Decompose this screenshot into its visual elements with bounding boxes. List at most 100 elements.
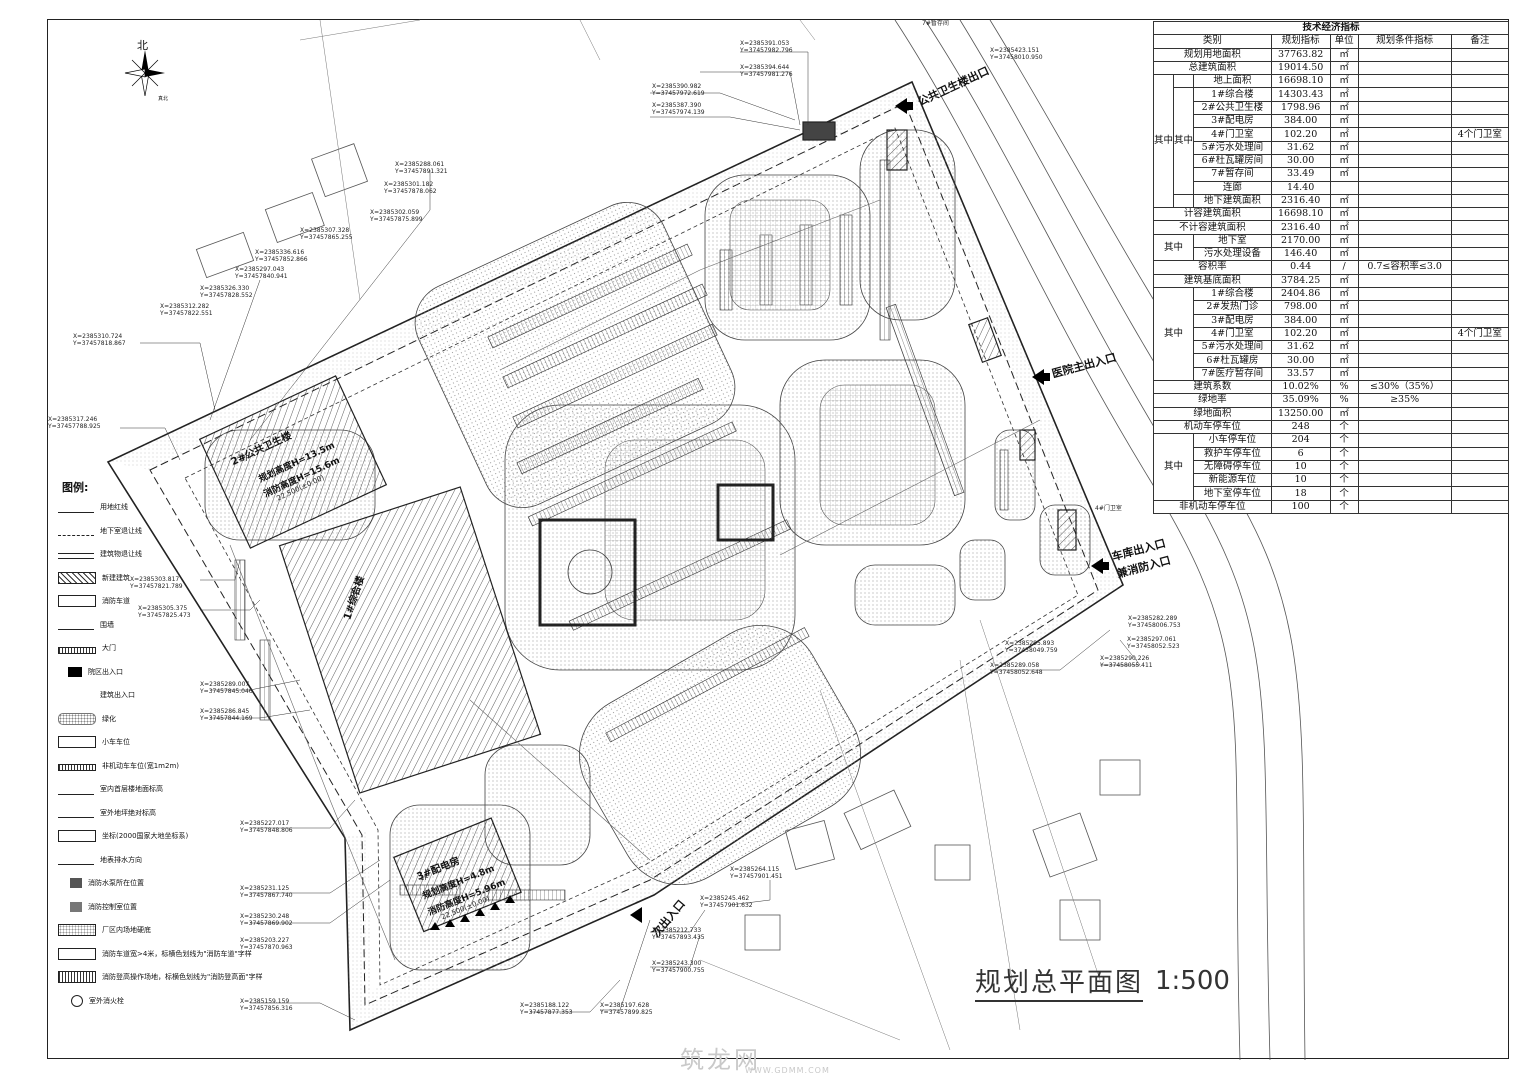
row-v: 31.62 [1270,140,1331,155]
row-u: 个 [1329,486,1359,501]
row-n [1450,353,1510,368]
building-1-floors: 6F [350,589,360,598]
row-v: 102.20 [1270,326,1331,342]
row-r [1357,486,1452,501]
row-n: 4个门卫室 [1450,326,1510,342]
row-r [1357,180,1452,195]
legend-symbol [58,784,94,795]
coordinate-label: X=2385230.248 Y=37457869.902 [240,913,293,927]
row-v: 100 [1270,499,1331,514]
row-category: 容积率 [1153,260,1272,275]
row-category: 3#配电房 [1193,313,1272,328]
drawing-scale: 1:500 [1155,966,1230,996]
row-category: 2#发热门诊 [1193,300,1272,315]
row-category: 不计容建筑面积 [1153,220,1272,235]
row-category: 机动车停车位 [1153,419,1272,435]
row-category: 小车停车位 [1193,433,1272,448]
true-north-note: 真北 [158,96,169,102]
row-v: 33.49 [1270,167,1331,182]
legend-symbol [58,764,96,771]
legend-label: 小车车位 [102,738,130,746]
legend-label: 消防车道宽>4米，标横色划线为"消防车道"字样 [102,949,252,958]
legend-item: 新建建筑 [58,571,130,585]
row-category: 6#杜瓦罐房间 [1193,153,1272,169]
row-v: 798.00 [1270,300,1331,315]
row-n [1450,419,1510,435]
legend-label: 大门 [102,644,116,652]
existing-buildings [195,143,1141,951]
side-label: 其中 [1152,74,1175,209]
legend-symbol [58,629,94,630]
row-u: 个 [1329,473,1359,488]
courtyard-square [538,518,637,627]
legend-symbol [58,864,94,865]
compass-icon [124,50,165,97]
row-category: 绿地率 [1153,393,1272,408]
coordinate-leaders [120,51,1141,1021]
legend-item: 建筑物退让线 [58,547,142,561]
row-r [1357,114,1452,129]
legend-symbol [58,595,96,607]
legend-label: 绿化 [102,714,116,723]
coordinate-label: X=2385197.628 Y=37457899.825 [600,1002,653,1016]
coordinate-label: X=2385394.644 Y=37457981.276 [740,64,793,78]
row-r [1357,313,1452,328]
row-category: 建筑系数 [1153,380,1272,395]
row-category: 地下建筑面积 [1193,193,1272,209]
row-r [1357,446,1452,461]
north-label: 北 [137,39,148,52]
legend-symbol [58,646,96,654]
coordinate-label: X=2385295.893 Y=37458049.759 [1005,640,1058,654]
row-n [1450,499,1510,514]
legend-label: 消防车道 [102,597,130,605]
coordinate-label: X=2385290.226 Y=37458055.411 [1100,655,1153,669]
row-v: 1798.96 [1270,100,1331,116]
row-category: 地下室 [1193,233,1272,249]
row-v: 10.02% [1270,380,1331,395]
row-v: 204 [1270,433,1331,448]
row-category: 规划用地面积 [1153,47,1272,62]
legend-item: 消防水泵所在位置 [58,876,144,890]
legend-item: 小车车位 [58,735,130,749]
row-r [1357,473,1452,488]
row-u: ㎡ [1329,140,1359,155]
row-r [1357,433,1452,448]
row-v: 16698.10 [1270,74,1331,89]
row-v: 146.40 [1270,247,1331,262]
row-n [1450,459,1510,475]
row-u: ㎡ [1329,366,1359,382]
row-category: 污水处理设备 [1193,247,1272,262]
legend-symbol [58,830,96,842]
legend-symbol [58,947,96,960]
legend-item: 地表排水方向 [58,853,142,867]
coordinate-label: X=2385289.007 Y=37457845.046 [200,681,253,695]
coordinate-label: X=2385188.122 Y=37457877.353 [520,1002,573,1016]
fountain [567,549,613,595]
row-r [1357,193,1452,209]
row-v: 384.00 [1270,114,1331,129]
row-u: ㎡ [1329,114,1359,129]
row-u: ㎡ [1329,60,1359,76]
legend-label: 消防水泵所在位置 [88,879,144,887]
row-u: ㎡ [1329,406,1359,421]
table-header-row: 类别规划指标单位规划条件指标备注 [1153,34,1510,49]
legend-symbol [70,901,82,912]
row-u: 个 [1329,459,1359,475]
row-r [1357,207,1452,222]
row-u: ㎡ [1329,153,1359,169]
row-u: 个 [1329,446,1359,461]
side-blank [1173,74,1195,89]
row-category: 5#污水处理间 [1193,340,1272,355]
